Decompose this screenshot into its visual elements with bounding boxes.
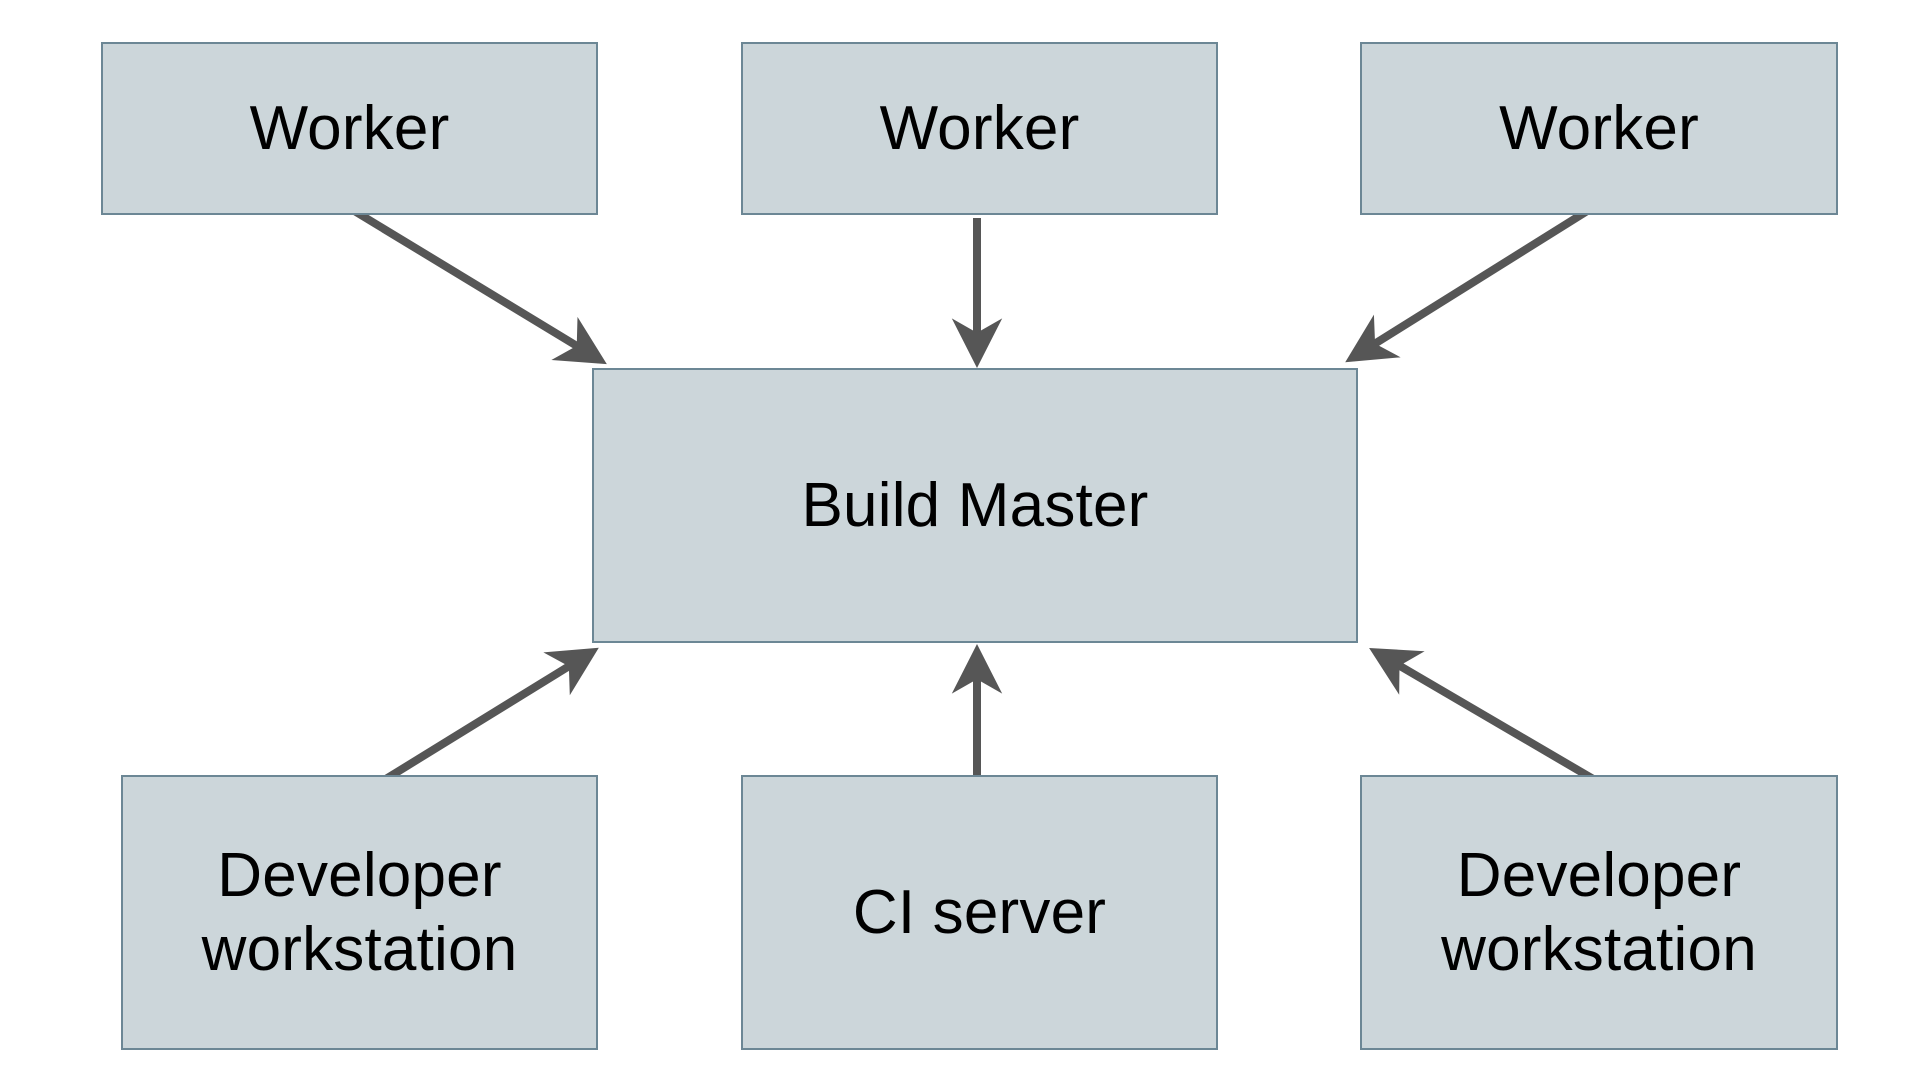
node-worker-3-label: Worker	[1499, 93, 1699, 163]
node-developer-workstation-left[interactable]: Developer workstation	[121, 775, 598, 1050]
node-developer-workstation-right-label: Developer workstation	[1441, 841, 1757, 984]
node-developer-workstation-left-label: Developer workstation	[201, 841, 518, 984]
node-developer-workstation-right[interactable]: Developer workstation	[1360, 775, 1838, 1050]
node-worker-1-label: Worker	[249, 93, 450, 163]
node-worker-2-label: Worker	[879, 93, 1080, 163]
edge-dev-workstation-1-to-build-master	[365, 647, 599, 794]
node-worker-3[interactable]: Worker	[1360, 42, 1838, 215]
edge-dev-workstation-2-to-build-master	[1369, 647, 1615, 794]
node-build-master[interactable]: Build Master	[592, 368, 1358, 643]
node-ci-server[interactable]: CI server	[741, 775, 1218, 1050]
node-worker-1[interactable]: Worker	[101, 42, 598, 215]
node-ci-server-label: CI server	[852, 877, 1107, 947]
node-build-master-label: Build Master	[801, 470, 1149, 540]
node-worker-2[interactable]: Worker	[741, 42, 1218, 215]
